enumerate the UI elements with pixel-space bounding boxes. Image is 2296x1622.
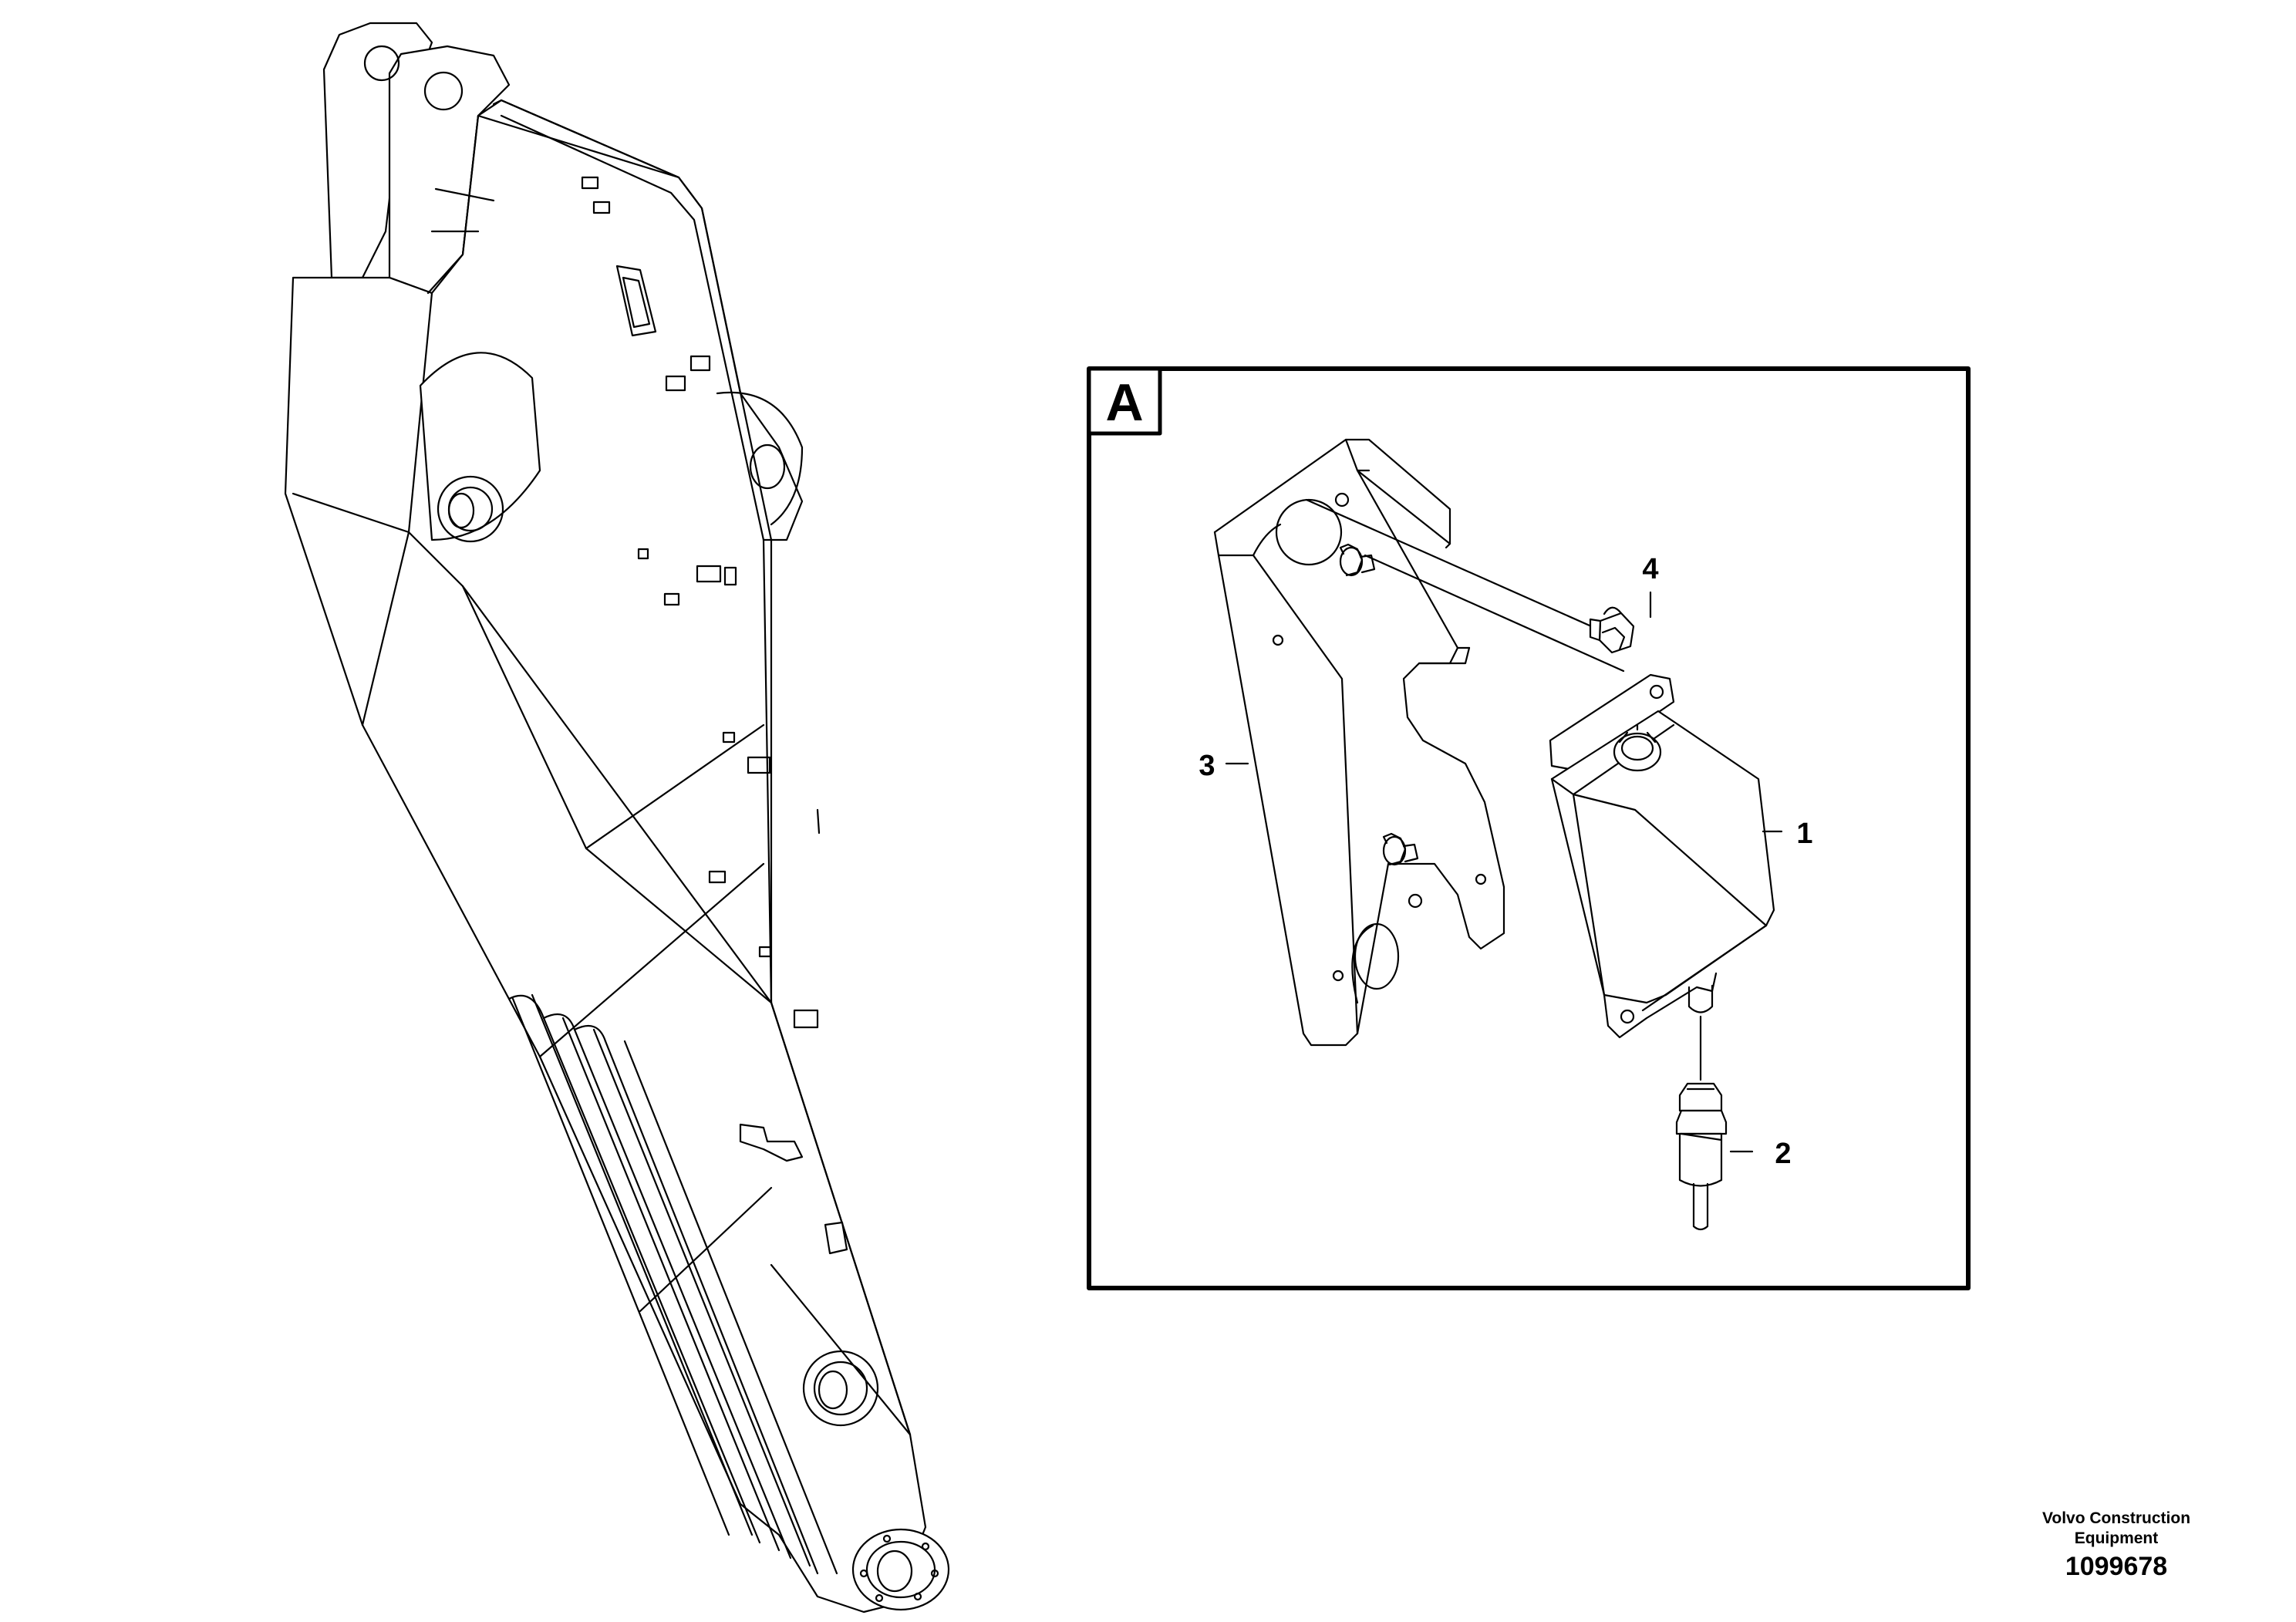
- callout-4: 4: [1642, 553, 1658, 585]
- detail-a-letter: A: [1105, 373, 1143, 432]
- sensor-bracket-on-arm: [615, 265, 657, 337]
- credit-company: Volvo Construction Equipment: [2041, 1509, 2191, 1547]
- arm-pivot-boss: [437, 475, 504, 543]
- stud-lower: [1382, 832, 1419, 866]
- callout-1: 1: [1796, 818, 1812, 850]
- stud-upper: [1339, 543, 1376, 577]
- clevis-hole-right: [423, 71, 464, 111]
- cylinder-mount-hole: [749, 443, 786, 490]
- bracket-large-hole: [1275, 498, 1343, 566]
- flange-bolt: [1305, 498, 1635, 673]
- detail-a-label-box: [1087, 366, 1162, 436]
- callout-3: 3: [1199, 750, 1215, 782]
- detail-a-frame: [1087, 366, 1971, 1290]
- mounting-bracket: [1213, 438, 1505, 1047]
- excavator-arm: [284, 22, 950, 1614]
- pressure-sensor: [1675, 1082, 1728, 1231]
- drawing-number: 1099678: [2065, 1552, 2168, 1581]
- control-unit: [1549, 673, 1775, 1039]
- callout-2: 2: [1775, 1138, 1791, 1170]
- clevis-hole-left: [363, 45, 400, 82]
- bucket-pivot-boss: [802, 1350, 879, 1427]
